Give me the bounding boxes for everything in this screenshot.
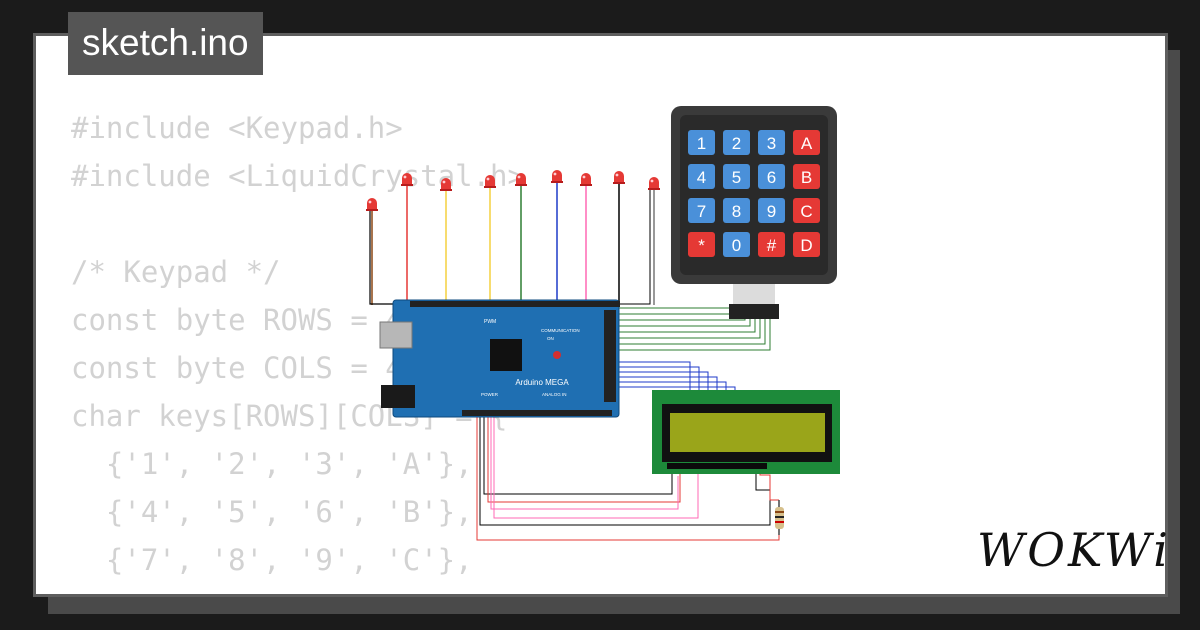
svg-text:2: 2 — [732, 134, 741, 153]
keypad-key-0[interactable]: 0 — [723, 232, 750, 257]
code-line: /* Keypad */ — [71, 255, 281, 289]
svg-text:B: B — [801, 168, 812, 187]
svg-text:9: 9 — [767, 202, 776, 221]
power-label: POWER — [481, 392, 499, 397]
side-header — [604, 310, 616, 402]
svg-text:#: # — [767, 236, 777, 255]
keypad-key-4[interactable]: 4 — [688, 164, 715, 189]
code-line: #include <Keypad.h> — [71, 111, 403, 145]
on-label: ON — [547, 336, 554, 341]
led-1[interactable] — [366, 198, 378, 211]
code-line: {'*', '0', '#', 'D'} — [71, 591, 455, 594]
reset-button[interactable] — [553, 351, 561, 359]
led-7[interactable] — [580, 173, 592, 186]
svg-text:C: C — [800, 202, 812, 221]
keypad-key-#[interactable]: # — [758, 232, 785, 257]
keypad-key-8[interactable]: 8 — [723, 198, 750, 223]
comm-label: COMMUNICATION — [541, 328, 580, 333]
code-line: #include <LiquidCrystal.h> — [71, 159, 525, 193]
keypad-key-B[interactable]: B — [793, 164, 820, 189]
keypad-key-5[interactable]: 5 — [723, 164, 750, 189]
code-line: const byte COLS = 4; — [71, 351, 421, 385]
svg-text:7: 7 — [697, 202, 706, 221]
pwm-label: PWM — [484, 319, 496, 325]
svg-text:6: 6 — [767, 168, 776, 187]
svg-text:5: 5 — [732, 168, 741, 187]
keypad-key-1[interactable]: 1 — [688, 130, 715, 155]
arduino-mega-board[interactable]: Arduino MEGA PWM COMMUNICATION POWER ANA… — [379, 299, 620, 418]
code-line: {'1', '2', '3', 'A'}, — [71, 447, 473, 481]
lcd-screen — [670, 413, 825, 452]
analog-label: ANALOG IN — [542, 392, 567, 397]
svg-text:8: 8 — [732, 202, 741, 221]
keypad-key-9[interactable]: 9 — [758, 198, 785, 223]
wires — [369, 182, 780, 541]
board-label: Arduino MEGA — [515, 378, 569, 387]
wokwi-logo: WOKWi — [977, 523, 1171, 577]
keypad-key-C[interactable]: C — [793, 198, 820, 223]
keypad-key-7[interactable]: 7 — [688, 198, 715, 223]
code-listing: #include <Keypad.h> #include <LiquidCrys… — [71, 104, 525, 594]
led-4[interactable] — [484, 175, 496, 188]
led-6[interactable] — [551, 170, 563, 183]
resistor[interactable] — [775, 500, 784, 535]
microcontroller-chip — [490, 339, 522, 371]
keypad-key-6[interactable]: 6 — [758, 164, 785, 189]
led-row — [366, 170, 660, 211]
keypad-key-A[interactable]: A — [793, 130, 820, 155]
svg-text:0: 0 — [732, 236, 741, 255]
led-2[interactable] — [401, 173, 413, 186]
digital-header — [410, 301, 620, 307]
svg-text:4: 4 — [697, 168, 706, 187]
lcd-1602[interactable] — [652, 390, 840, 474]
lcd-pin-header — [667, 463, 767, 469]
usb-port — [379, 321, 413, 349]
led-5[interactable] — [515, 173, 527, 186]
svg-text:3: 3 — [767, 134, 776, 153]
keypad-key-2[interactable]: 2 — [723, 130, 750, 155]
led-3[interactable] — [440, 178, 452, 191]
keypad-connector — [729, 304, 779, 319]
code-line: {'7', '8', '9', 'C'}, — [71, 543, 473, 577]
analog-header — [462, 410, 612, 416]
file-tab[interactable]: sketch.ino — [68, 12, 263, 75]
keypad-key-*[interactable]: * — [688, 232, 715, 257]
svg-text:D: D — [800, 236, 812, 255]
led-8[interactable] — [613, 171, 625, 184]
keypad-4x4[interactable]: 1 2 3 A 4 5 6 B 7 8 9 C * 0 # D — [671, 106, 837, 319]
keypad-key-D[interactable]: D — [793, 232, 820, 257]
code-line: {'4', '5', '6', 'B'}, — [71, 495, 473, 529]
power-jack — [381, 385, 415, 408]
svg-text:1: 1 — [697, 134, 706, 153]
svg-text:*: * — [698, 236, 705, 255]
svg-text:A: A — [801, 134, 813, 153]
led-9[interactable] — [648, 177, 660, 190]
keypad-key-3[interactable]: 3 — [758, 130, 785, 155]
